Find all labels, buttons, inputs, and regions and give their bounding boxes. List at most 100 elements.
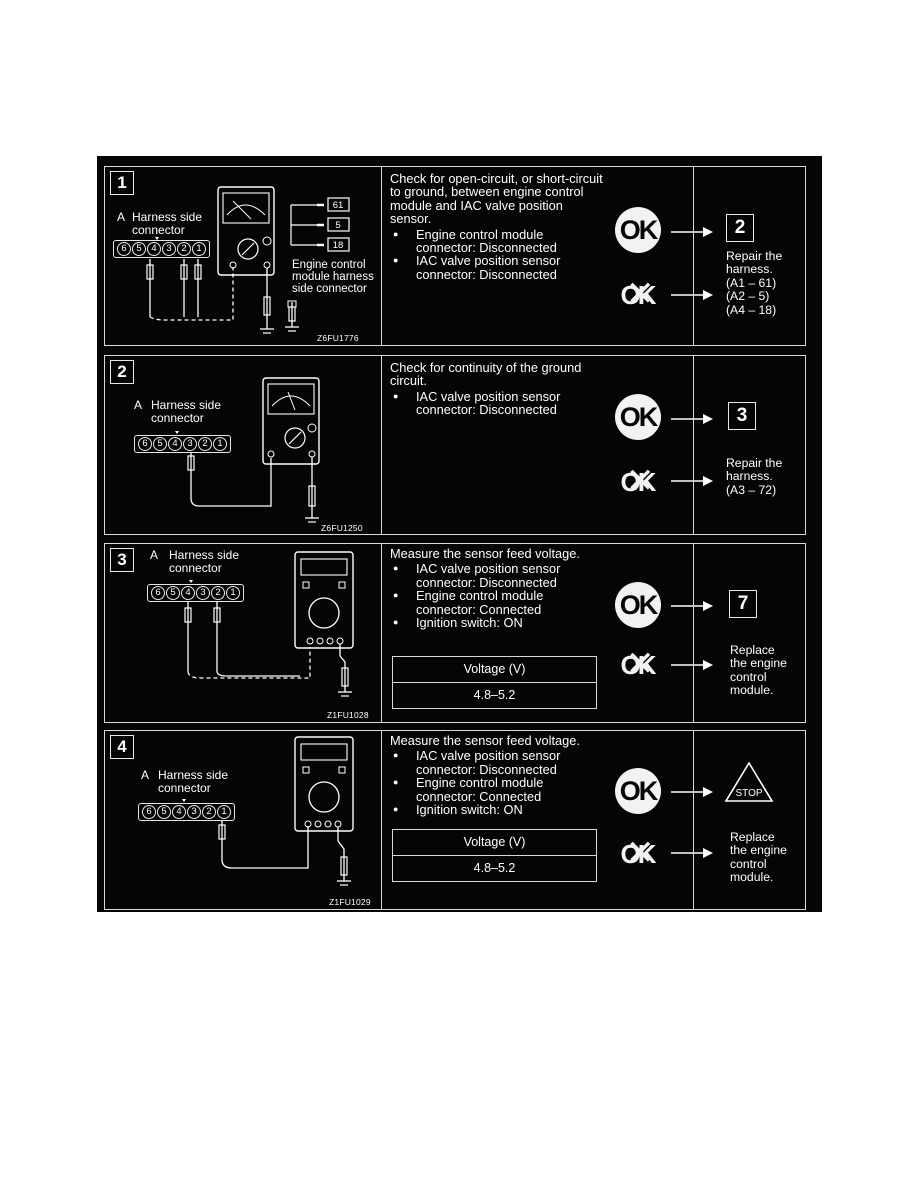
arrow-right-icon (671, 660, 713, 670)
step-3: 3 A Harness side connector 6 5 4 3 2 1 (104, 543, 806, 723)
column-divider (693, 544, 694, 722)
step-instructions: Measure the sensor feed voltage. IAC val… (390, 546, 603, 630)
multimeter-wiring-icon (175, 377, 320, 523)
ng-result: Replace the engine control module. (730, 643, 787, 698)
column-divider (693, 356, 694, 534)
pin: 3 (162, 242, 176, 256)
step-instructions: Check for continuity of the ground circu… (390, 361, 603, 417)
harness-connector: 6 5 4 3 2 1 (134, 435, 231, 453)
ng-icon: OK✕ (620, 645, 657, 683)
figure-id: Z1FU1028 (327, 710, 369, 720)
pin: 2 (198, 437, 212, 451)
step-title: Check for continuity of the ground circu… (390, 360, 582, 389)
pin: 5 (153, 437, 167, 451)
harness-label: Harness side connector (158, 768, 229, 795)
ng-label: OK (620, 839, 657, 869)
harness-label: Harness side connector (132, 210, 203, 237)
multimeter-wiring-icon (182, 736, 354, 886)
ng-result: Replace the engine control module. (730, 830, 787, 885)
pin: 1 (213, 437, 227, 451)
arrow-right-icon (671, 414, 713, 424)
pin: 1 (192, 242, 206, 256)
step-instructions: Measure the sensor feed voltage. IAC val… (390, 733, 603, 817)
next-step-box: 7 (729, 590, 757, 618)
ng-label: OK (620, 467, 657, 497)
pin: 2 (177, 242, 191, 256)
ok-icon: OK (615, 207, 661, 253)
condition-item: IAC valve position sensor connector: Dis… (390, 254, 603, 281)
step-4-diagram: 4 A Harness side connector 6 5 4 3 2 1 (105, 731, 382, 909)
step-number: 2 (110, 360, 134, 384)
label-a: A (150, 548, 159, 562)
step-2: 2 A Harness side connector 6 5 4 3 2 1 (104, 355, 806, 535)
voltage-table: Voltage (V) 4.8–5.2 (392, 656, 597, 709)
step-instructions: Check for open-circuit, or short-circuit… (390, 172, 603, 281)
step-3-diagram: 3 A Harness side connector 6 5 4 3 2 1 (105, 544, 382, 722)
pin: 5 (166, 586, 180, 600)
table-header: Voltage (V) (393, 657, 596, 683)
multimeter-wiring-icon (184, 551, 354, 697)
condition-item: Engine control module connector: Disconn… (390, 227, 603, 255)
ng-icon: OK✕ (620, 462, 657, 500)
step-number: 4 (110, 735, 134, 759)
ecm-connector-label: Engine control module harness side conne… (292, 259, 374, 295)
arrow-right-icon (671, 476, 713, 486)
condition-item: Engine control module connector: Connect… (390, 589, 603, 616)
troubleshooting-chart: 1 A Harness side connector 6 5 4 3 2 1 (97, 156, 822, 912)
pin: 6 (117, 242, 131, 256)
terminal-label: 61 (333, 200, 344, 211)
stop-label: STOP (735, 788, 762, 799)
ng-icon: OK✕ (620, 275, 657, 313)
ng-label: OK (620, 650, 657, 680)
arrow-right-icon (671, 848, 713, 858)
pin: 3 (183, 437, 197, 451)
harness-connector: 6 5 4 3 2 1 (138, 803, 235, 821)
pin: 3 (187, 805, 201, 819)
ok-icon: OK (615, 768, 661, 814)
pin: 4 (181, 586, 195, 600)
next-step-box: 2 (726, 214, 754, 242)
step-title: Measure the sensor feed voltage. (390, 733, 580, 748)
ok-icon: OK (615, 582, 661, 628)
pin: 6 (142, 805, 156, 819)
condition-item: IAC valve position sensor connector: Dis… (390, 390, 603, 417)
column-divider (693, 731, 694, 909)
label-a: A (117, 210, 126, 224)
pin: 2 (202, 805, 216, 819)
pin: 4 (147, 242, 161, 256)
step-1: 1 A Harness side connector 6 5 4 3 2 1 (104, 166, 806, 346)
voltage-table: Voltage (V) 4.8–5.2 (392, 829, 597, 882)
table-value: 4.8–5.2 (473, 861, 516, 875)
terminal-label: 18 (333, 240, 344, 251)
ng-label: OK (620, 280, 657, 310)
arrow-right-icon (671, 227, 713, 237)
pin: 5 (157, 805, 171, 819)
terminal-label: 5 (335, 220, 340, 231)
harness-connector: 6 5 4 3 2 1 (147, 584, 244, 602)
stop-icon: STOP (724, 761, 774, 802)
table-header: Voltage (V) (393, 830, 596, 856)
figure-id: Z6FU1776 (317, 333, 359, 343)
next-step-box: 3 (728, 402, 756, 430)
ng-result: Repair the harness. (A1 – 61) (A2 – 5) (… (726, 249, 783, 317)
step-2-diagram: 2 A Harness side connector 6 5 4 3 2 1 (105, 356, 382, 534)
step-1-diagram: 1 A Harness side connector 6 5 4 3 2 1 (105, 167, 382, 345)
pin: 6 (138, 437, 152, 451)
pin: 2 (211, 586, 225, 600)
step-4: 4 A Harness side connector 6 5 4 3 2 1 (104, 730, 806, 910)
step-title: Measure the sensor feed voltage. (390, 546, 580, 561)
arrow-right-icon (671, 787, 713, 797)
step-number: 1 (110, 171, 134, 195)
condition-item: Engine control module connector: Connect… (390, 776, 603, 803)
pin: 4 (168, 437, 182, 451)
pin: 1 (217, 805, 231, 819)
condition-item: IAC valve position sensor connector: Dis… (390, 749, 603, 776)
label-a: A (134, 398, 143, 412)
multimeter-wiring-icon: 61 5 18 (146, 186, 350, 334)
step-title: Check for open-circuit, or short-circuit… (390, 171, 603, 227)
figure-id: Z6FU1250 (321, 523, 363, 533)
pin: 4 (172, 805, 186, 819)
harness-label: Harness side connector (169, 548, 240, 575)
ok-icon: OK (615, 394, 661, 440)
ng-icon: OK✕ (620, 834, 657, 872)
